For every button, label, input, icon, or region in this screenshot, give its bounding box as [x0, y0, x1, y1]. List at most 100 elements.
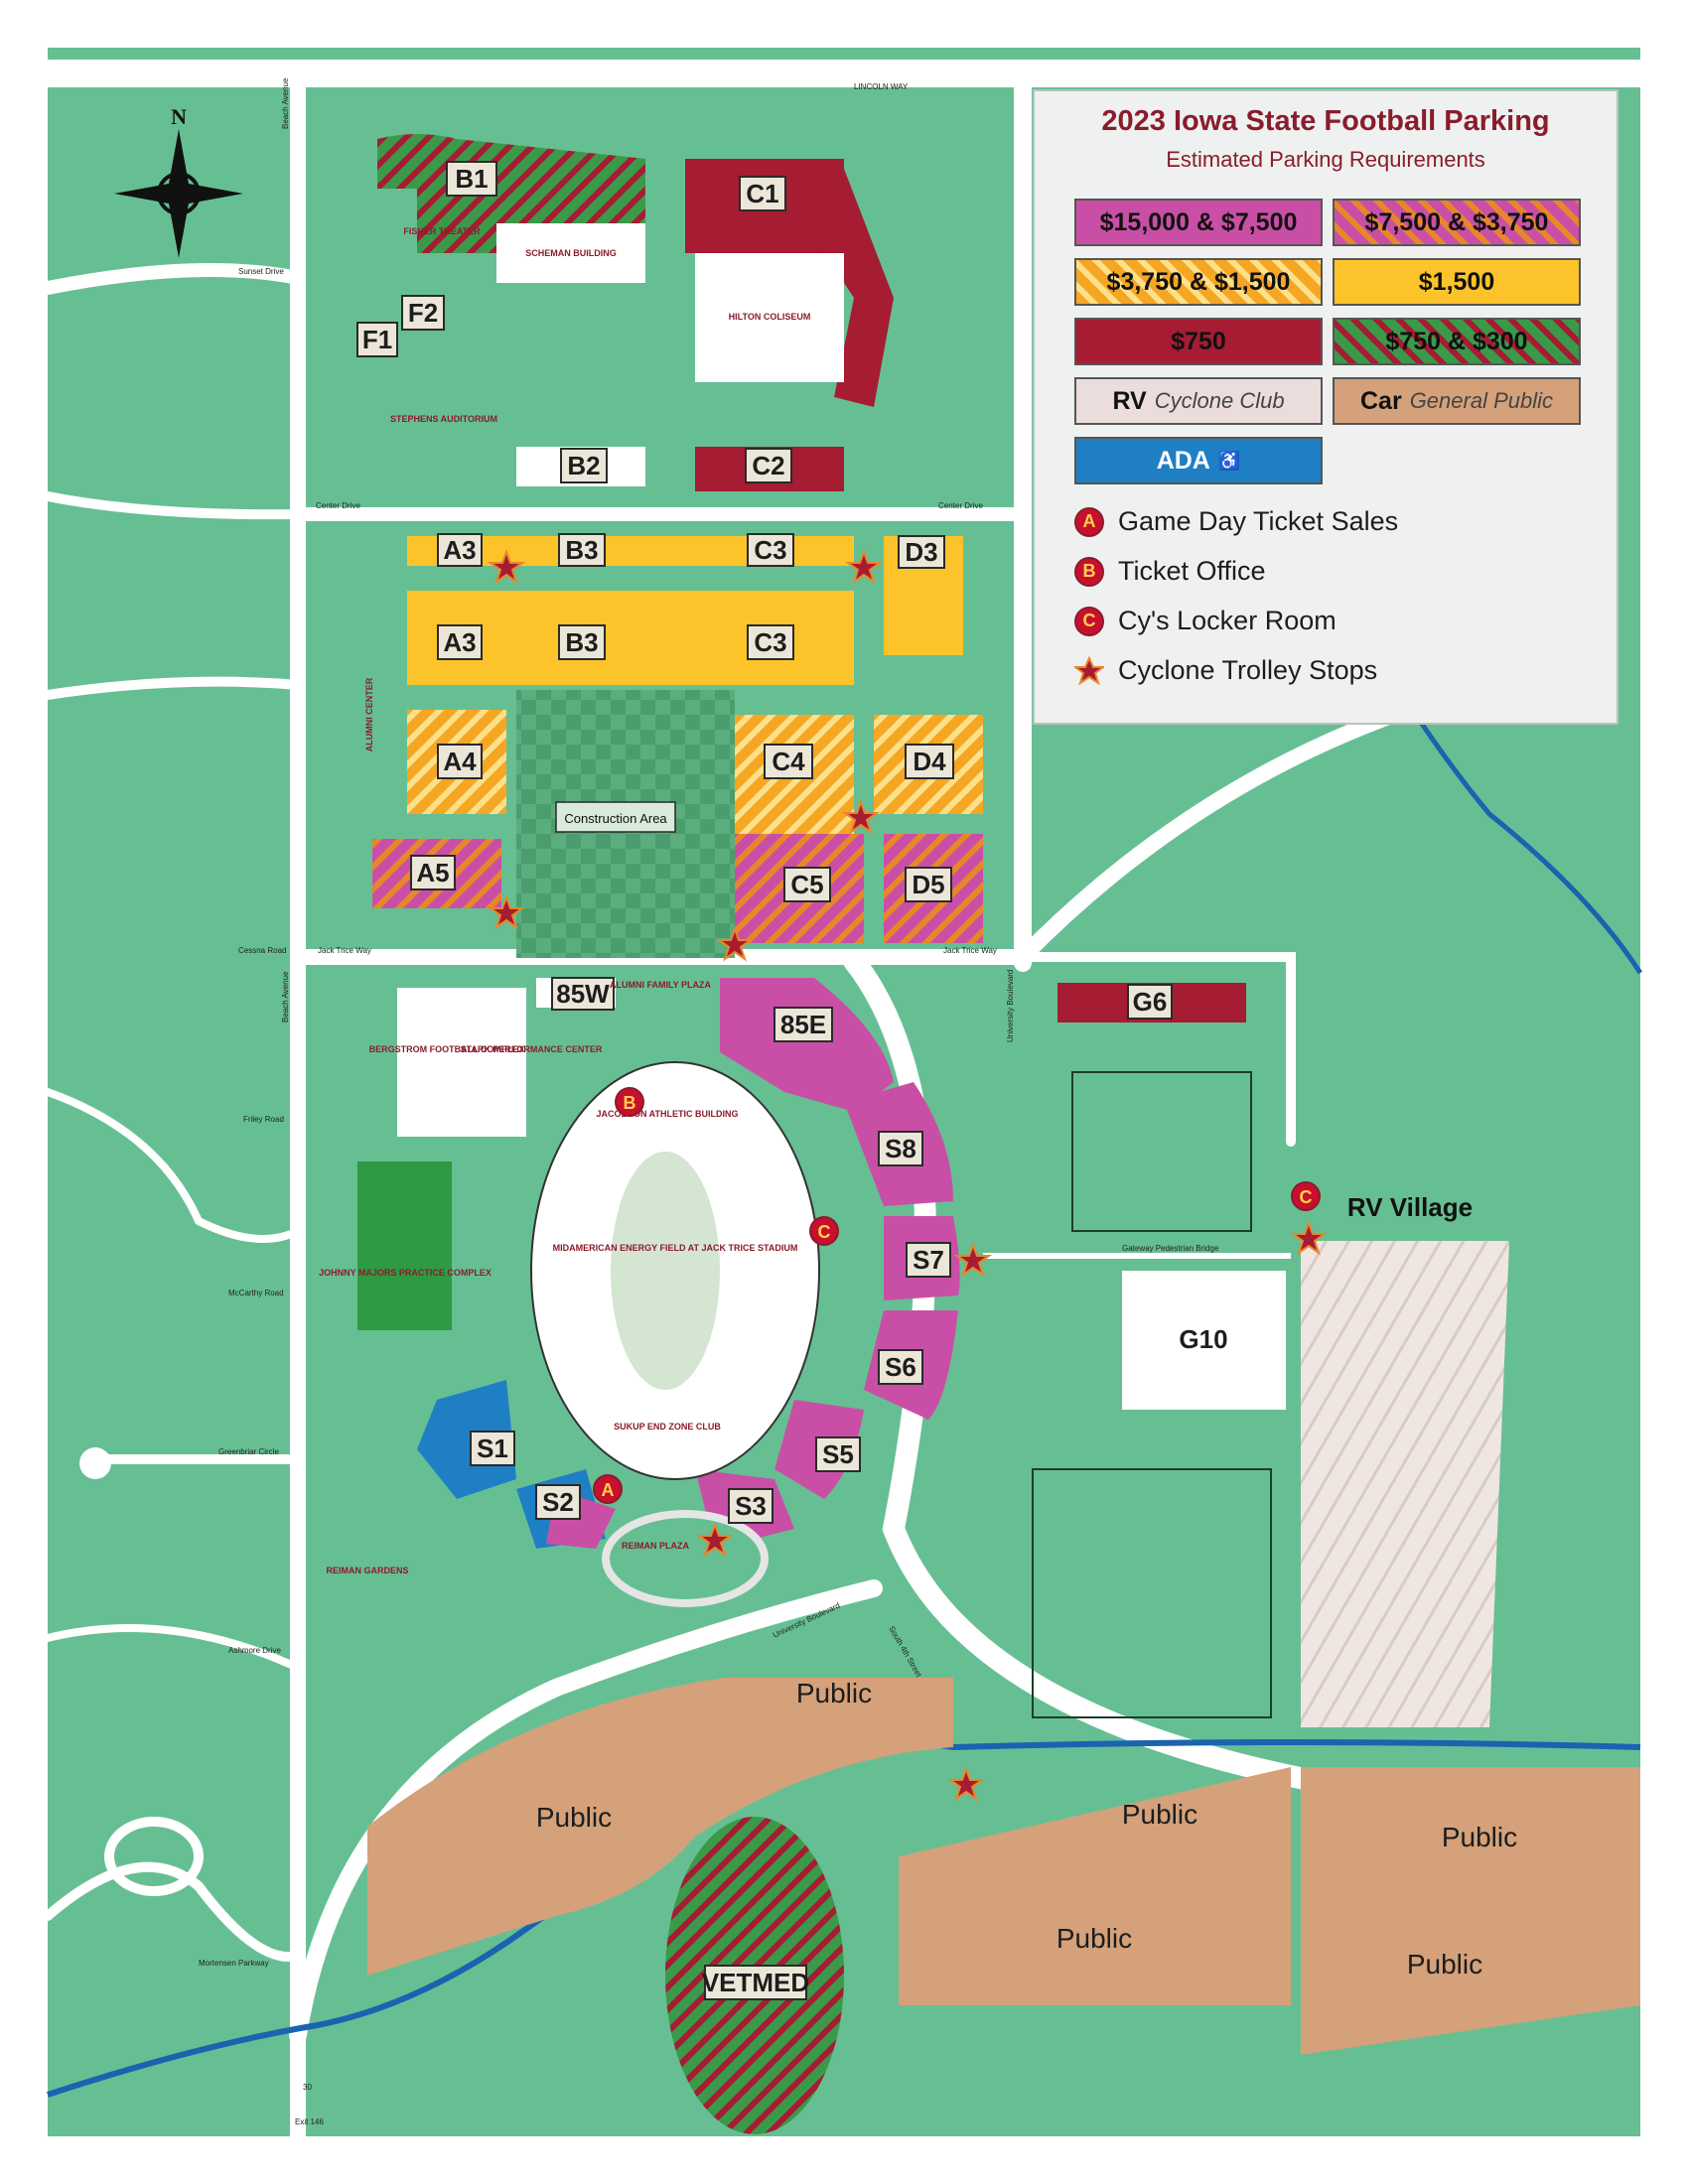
trolley-stop-icon — [487, 894, 526, 930]
lot-g6[interactable]: G6 — [1127, 984, 1173, 1020]
svg-text:B3: B3 — [565, 627, 598, 657]
marker-c-rv[interactable]: C — [1291, 1181, 1321, 1211]
lot-b2[interactable]: B2 — [560, 448, 608, 483]
road-lincoln-way: LINCOLN WAY — [854, 82, 909, 91]
road-beach-s: Beach Avenue — [281, 971, 290, 1023]
lot-b3[interactable]: B3 — [558, 624, 606, 660]
lot-g10[interactable]: G10 — [1179, 1324, 1227, 1354]
svg-text:85W: 85W — [556, 979, 610, 1009]
lot-s7[interactable]: S7 — [906, 1242, 951, 1278]
marker-a[interactable]: A — [593, 1474, 623, 1504]
sukup-label: SUKUP END ZONE CLUB — [614, 1422, 721, 1432]
area-labels: Construction Area RV Village Public Publ… — [536, 801, 1517, 1979]
family-plaza-label: ALUMNI FAMILY PLAZA — [610, 980, 712, 990]
construction-area-label: Construction Area — [564, 811, 667, 826]
marker-c-stadium[interactable]: C — [809, 1216, 839, 1246]
compass-rose: N — [114, 104, 243, 258]
legend-subtitle: Estimated Parking Requirements — [1166, 147, 1485, 172]
lot-s8[interactable]: S8 — [878, 1131, 923, 1166]
accessibility-icon: ♿ — [1217, 450, 1241, 471]
road-jack-trice-e: Jack Trice Way — [943, 946, 997, 955]
svg-text:B3: B3 — [565, 535, 598, 565]
building-labels: SCHEMAN BUILDING HILTON COLISEUM STEPHEN… — [319, 226, 810, 1575]
compass-north: N — [171, 104, 187, 129]
bergstrom-label: BERGSTROM FOOTBALL COMPLEX — [369, 1044, 525, 1054]
swatch-750: $750 — [1074, 318, 1323, 365]
lot-b1[interactable]: B1 — [446, 161, 497, 197]
lot-a5[interactable]: A5 — [410, 855, 456, 890]
lot-85e[interactable]: 85E — [774, 1007, 833, 1042]
svg-text:S8: S8 — [885, 1134, 916, 1163]
svg-text:85E: 85E — [780, 1010, 826, 1039]
road-center-e: Center Drive — [938, 501, 983, 510]
lot-c4[interactable]: C4 — [764, 744, 813, 779]
swatch-3750-1500: $3,750 & $1,500 — [1074, 258, 1323, 306]
lot-b3-north[interactable]: B3 — [558, 533, 606, 567]
road-jack-trice-w: Jack Trice Way — [318, 946, 371, 955]
lot-a3-north[interactable]: A3 — [437, 533, 483, 567]
road-sunset: Sunset Drive — [238, 267, 284, 276]
svg-text:D4: D4 — [913, 747, 946, 776]
lot-d3[interactable]: D3 — [898, 535, 945, 569]
key-trolley-stops: Cyclone Trolley Stops — [1074, 655, 1377, 686]
lot-c3-north[interactable]: C3 — [747, 533, 794, 567]
stark-label: STARK PERFORMANCE CENTER — [461, 1044, 603, 1054]
trolley-stop-icon — [487, 549, 526, 585]
svg-text:C2: C2 — [752, 451, 784, 480]
svg-text:B1: B1 — [455, 164, 488, 194]
road-university-n: University Boulevard — [1006, 970, 1015, 1042]
lot-c3[interactable]: C3 — [747, 624, 794, 660]
road-mortensen: Mortensen Parkway — [199, 1959, 269, 1968]
svg-text:S3: S3 — [735, 1491, 767, 1521]
lot-s1[interactable]: S1 — [470, 1431, 515, 1466]
road-center-w: Center Drive — [316, 501, 360, 510]
lot-s5[interactable]: S5 — [815, 1436, 861, 1472]
route-sign: 30 — [303, 2083, 312, 2092]
svg-text:A: A — [602, 1480, 615, 1500]
svg-text:VETMED: VETMED — [702, 1968, 809, 1997]
marker-b[interactable]: B — [615, 1087, 644, 1117]
lot-85w[interactable]: 85W — [551, 977, 615, 1011]
johnny-label: JOHNNY MAJORS PRACTICE COMPLEX — [319, 1268, 492, 1278]
lot-s3[interactable]: S3 — [728, 1488, 774, 1524]
trolley-stop-icon — [953, 1242, 993, 1278]
swatch-1500: $1,500 — [1333, 258, 1581, 306]
svg-text:B2: B2 — [567, 451, 600, 480]
svg-text:A3: A3 — [443, 535, 476, 565]
lot-labels: B1 C1 F2 F1 B2 C2 A3 B3 C3 D3 A3 B3 C3 A… — [356, 161, 1228, 2000]
road-ashmore: Ashmore Drive — [228, 1646, 281, 1655]
legend-panel: 2023 Iowa State Football Parking Estimat… — [1033, 89, 1618, 725]
lot-d5[interactable]: D5 — [905, 867, 952, 902]
svg-text:G10: G10 — [1179, 1324, 1227, 1354]
scheman-label: SCHEMAN BUILDING — [525, 248, 617, 258]
lot-d4[interactable]: D4 — [905, 744, 954, 779]
trolley-stops — [487, 549, 1329, 1802]
lot-c5[interactable]: C5 — [783, 867, 831, 902]
svg-text:B: B — [624, 1093, 636, 1113]
svg-text:A5: A5 — [416, 858, 449, 887]
legend-title: 2023 Iowa State Football Parking — [1101, 105, 1550, 137]
lot-c1[interactable]: C1 — [739, 176, 786, 211]
lot-s2[interactable]: S2 — [535, 1484, 581, 1520]
lot-f1[interactable]: F1 — [356, 322, 398, 357]
svg-text:C3: C3 — [754, 535, 786, 565]
lot-f2[interactable]: F2 — [401, 295, 445, 331]
lot-c2[interactable]: C2 — [745, 448, 792, 483]
reiman-gardens-label: REIMAN GARDENS — [326, 1566, 408, 1575]
swatch-15000-7500: $15,000 & $7,500 — [1074, 199, 1323, 246]
fisher-label: FISHER THEATER — [403, 226, 481, 236]
road-gateway: Gateway Pedestrian Bridge — [1122, 1244, 1219, 1253]
public-label-3: Public — [1122, 1799, 1197, 1830]
lot-a3[interactable]: A3 — [437, 624, 483, 660]
trolley-stop-icon — [946, 1766, 986, 1802]
stadium-label: MIDAMERICAN ENERGY FIELD AT JACK TRICE S… — [553, 1243, 798, 1253]
star-icon — [1074, 655, 1104, 685]
lot-a4[interactable]: A4 — [437, 744, 483, 779]
svg-text:D5: D5 — [912, 870, 944, 899]
public-label-6: Public — [1407, 1949, 1482, 1979]
lot-vetmed[interactable]: VETMED — [702, 1965, 809, 2000]
rv-village-label: RV Village — [1347, 1192, 1473, 1222]
lot-s6[interactable]: S6 — [878, 1349, 923, 1385]
